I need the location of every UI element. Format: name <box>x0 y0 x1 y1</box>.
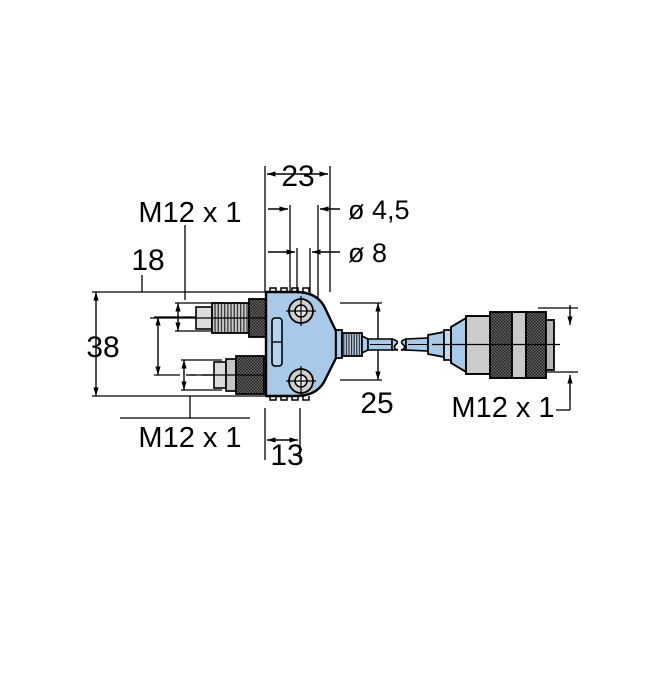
dim-label-18: 18 <box>131 244 164 277</box>
m12-male-connector-bottom <box>190 355 271 395</box>
housing-bottom-notches <box>269 396 310 401</box>
dim-label-23: 23 <box>281 160 314 193</box>
housing-top-notches <box>269 287 310 292</box>
mounting-hole-top <box>286 296 316 326</box>
m12-female-connector-right <box>427 311 560 379</box>
dim-label-25: 25 <box>360 387 393 420</box>
connection-cable <box>367 337 429 352</box>
led-indicator-window <box>271 317 283 367</box>
m12-male-stub-right <box>335 329 369 359</box>
dim-label-dia-4-5: ø 4,5 <box>348 195 410 225</box>
y-splitter-housing <box>264 287 338 401</box>
mounting-hole-bottom <box>286 366 316 396</box>
label-m12x1-right: M12 x 1 <box>451 392 554 424</box>
label-m12x1-top: M12 x 1 <box>138 197 241 229</box>
label-m12x1-bottom: M12 x 1 <box>138 422 241 454</box>
dim-label-dia-8: ø 8 <box>348 238 387 268</box>
dim-label-13: 13 <box>270 439 303 472</box>
dim-label-38: 38 <box>86 331 119 364</box>
cable-break-symbol <box>391 337 399 351</box>
m12-male-connector-top <box>150 298 281 338</box>
